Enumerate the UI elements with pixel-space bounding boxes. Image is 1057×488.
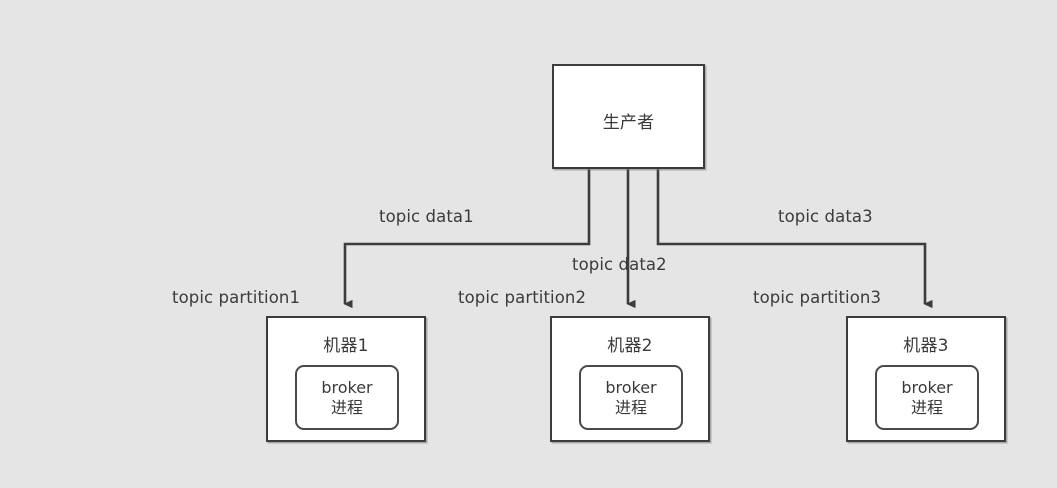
- edge-label-topic-data3: topic data3: [778, 207, 873, 226]
- edge-label-topic-partition1: topic partition1: [172, 288, 301, 307]
- machine-title-1: 机器1: [323, 336, 369, 356]
- broker-process-2[interactable]: broker 进程: [579, 365, 683, 430]
- machine-title-3: 机器3: [903, 336, 949, 356]
- edge-label-topic-data2: topic data2: [572, 255, 667, 274]
- edge-label-topic-partition2: topic partition2: [458, 288, 587, 307]
- machine-node-1[interactable]: 机器1 broker 进程: [266, 316, 426, 442]
- machine-title-2: 机器2: [607, 336, 653, 356]
- edge-label-topic-data1: topic data1: [379, 207, 474, 226]
- broker-label-3: broker: [901, 377, 953, 397]
- producer-label: 生产者: [602, 113, 655, 133]
- broker-process-1[interactable]: broker 进程: [295, 365, 399, 430]
- process-label-1: 进程: [330, 397, 363, 417]
- edge-label-topic-partition3: topic partition3: [753, 288, 882, 307]
- process-label-3: 进程: [910, 397, 943, 417]
- broker-process-3[interactable]: broker 进程: [875, 365, 979, 430]
- broker-label-1: broker: [321, 377, 373, 397]
- producer-node[interactable]: 生产者: [552, 64, 705, 169]
- machine-node-3[interactable]: 机器3 broker 进程: [846, 316, 1006, 442]
- connector-producer-to-machine1: [345, 169, 591, 304]
- process-label-2: 进程: [614, 397, 647, 417]
- connector-producer-to-machine3: [656, 169, 925, 304]
- broker-label-2: broker: [605, 377, 657, 397]
- machine-node-2[interactable]: 机器2 broker 进程: [550, 316, 710, 442]
